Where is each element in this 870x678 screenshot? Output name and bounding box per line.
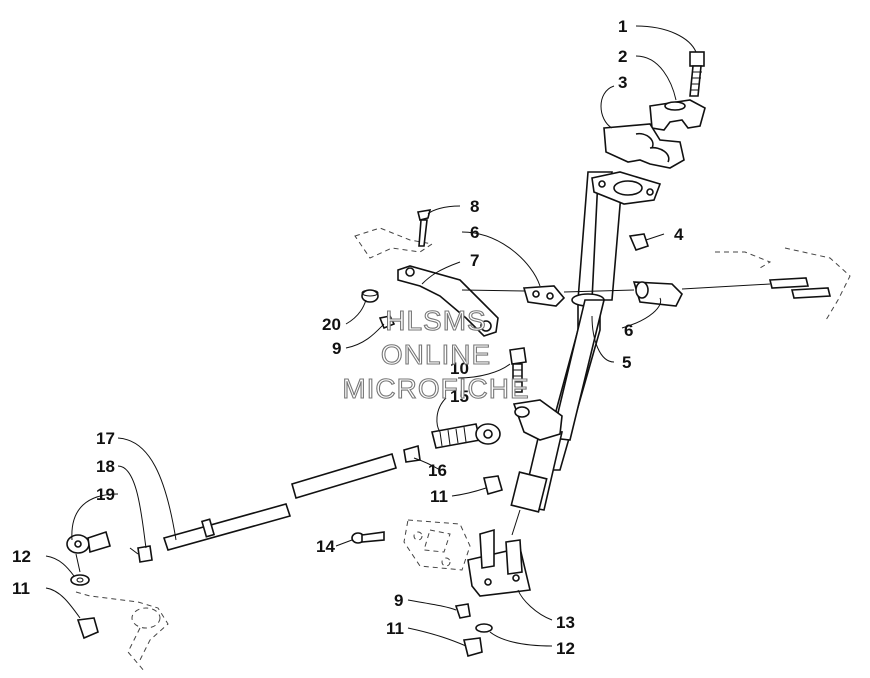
callout-6-upper: 6: [470, 223, 479, 242]
callout-3: 3: [618, 73, 627, 92]
callout-labels: 1 2 3 4 5 6 6 7 8 9 9 10 11 11 11 12 12 …: [12, 17, 684, 658]
hex-nut-4: [628, 233, 650, 251]
callout-11-mid: 11: [430, 487, 448, 506]
callout-10: 10: [450, 359, 469, 378]
callout-2: 2: [618, 47, 627, 66]
hex-nut-9-lower: [454, 603, 471, 619]
callout-4: 4: [674, 225, 684, 244]
hex-nut-11-left: [76, 617, 99, 640]
pitman-arm-plate: [512, 399, 563, 441]
callout-20: 20: [322, 315, 341, 334]
callout-11-left: 11: [12, 579, 30, 598]
cap-bolt: [689, 51, 705, 97]
watermark: HLSMS ONLINE MICROFICHE: [342, 304, 529, 404]
tie-rod-end-15: [431, 423, 501, 449]
handlebar-clamp-left: [522, 285, 566, 307]
callout-9-lower: 9: [394, 591, 403, 610]
washer-12-left: [70, 574, 90, 586]
callout-12-left: 12: [12, 547, 31, 566]
callout-6-lower: 6: [624, 321, 633, 340]
spindle-arm: [75, 591, 169, 661]
washer-12-lower: [475, 623, 493, 633]
callout-7: 7: [470, 251, 479, 270]
steering-post: [510, 171, 623, 536]
callout-15: 15: [450, 387, 469, 406]
bolt-10: [509, 347, 527, 393]
handlebar-ghost-outline: [127, 227, 851, 673]
callout-5: 5: [622, 353, 631, 372]
callout-9-upper: 9: [332, 339, 341, 358]
tie-rod-17: [162, 453, 397, 551]
hex-nut-11-lower: [463, 637, 483, 657]
lower-steering-bearing-block: [403, 519, 471, 571]
callout-14: 14: [316, 537, 335, 556]
callout-12-lower: 12: [556, 639, 575, 658]
handlebar-clamp-right: [632, 281, 683, 307]
callout-16: 16: [428, 461, 447, 480]
callout-1: 1: [618, 17, 627, 36]
leader-lines: [45, 25, 697, 647]
bushing-20: [361, 289, 379, 303]
handlebar-crossbar: [461, 277, 832, 299]
handlebar-cap-lower: [603, 123, 685, 169]
callout-13: 13: [556, 613, 575, 632]
lower-bracket-13: [467, 528, 531, 597]
hex-nut-11-mid: [483, 475, 503, 495]
watermark-line-3: MICROFICHE: [342, 373, 529, 404]
callout-8: 8: [470, 197, 479, 216]
jam-nut-18: [137, 545, 153, 563]
callout-17: 17: [96, 429, 115, 448]
tie-rod-end-19: [66, 530, 111, 573]
callout-18: 18: [96, 457, 115, 476]
watermark-line-1: HLSMS: [385, 305, 486, 336]
callout-19: 19: [96, 485, 115, 504]
callout-11-lower: 11: [386, 619, 404, 638]
handlebar-cap-upper: [649, 99, 706, 131]
bolt-8: [417, 209, 432, 247]
bolt-14: [351, 531, 385, 544]
steering-post-top-plate: [591, 171, 662, 205]
watermark-line-2: ONLINE: [381, 339, 491, 370]
